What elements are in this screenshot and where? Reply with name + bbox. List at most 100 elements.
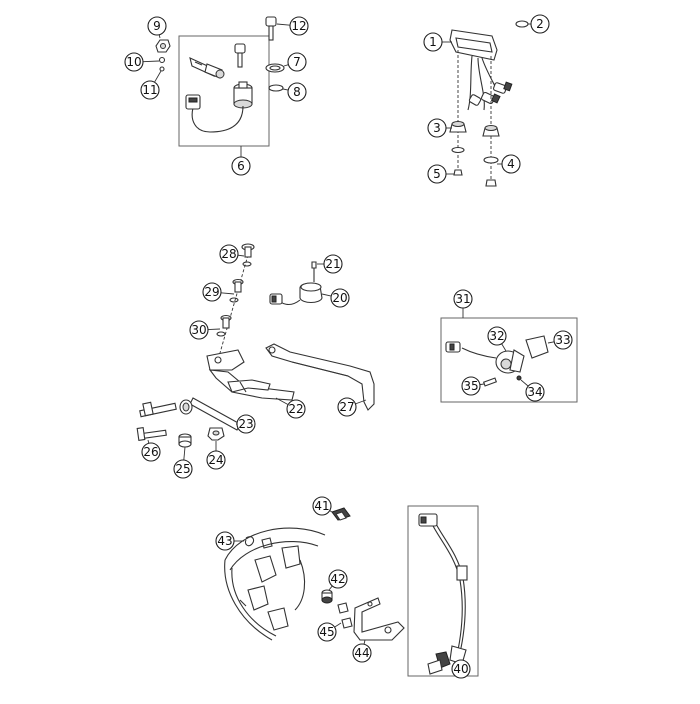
callout-label-27: 27 [339, 400, 354, 414]
callout-label-7: 7 [293, 55, 301, 69]
spacer-25 [179, 434, 191, 447]
sensor-bracket [354, 598, 404, 640]
clip-41 [332, 508, 350, 520]
stand-spring [190, 398, 240, 430]
callout-leader-32 [502, 344, 506, 351]
sensor-body [496, 350, 524, 373]
nut-left [454, 170, 462, 175]
callout-43[interactable]: 43 [216, 532, 244, 550]
callout-42[interactable]: 42 [329, 570, 347, 590]
callout-label-4: 4 [507, 157, 515, 171]
o-ring-8 [269, 85, 283, 91]
callout-label-25: 25 [175, 462, 190, 476]
callout-5[interactable]: 5 [428, 165, 454, 183]
grommet-right [483, 126, 499, 137]
callout-leader-30 [208, 329, 220, 330]
callout-leader-10 [143, 61, 159, 62]
callout-33[interactable]: 33 [548, 331, 572, 349]
callout-8[interactable]: 8 [283, 83, 306, 101]
callout-label-33: 33 [555, 333, 570, 347]
callout-label-45: 45 [319, 625, 334, 639]
callout-2[interactable]: 2 [528, 15, 549, 33]
pin-29 [230, 280, 243, 303]
pin-30 [217, 316, 231, 337]
callout-label-30: 30 [191, 323, 206, 337]
callout-29[interactable]: 29 [203, 283, 234, 301]
screws-45 [338, 603, 352, 628]
callout-11[interactable]: 11 [141, 71, 161, 99]
callout-30[interactable]: 30 [190, 321, 220, 339]
callout-28[interactable]: 28 [220, 245, 244, 263]
callout-22[interactable]: 22 [276, 398, 305, 418]
callout-24[interactable]: 24 [207, 441, 225, 469]
ignition-switch-frame [179, 36, 269, 146]
side-stand-group [137, 244, 374, 447]
callout-9[interactable]: 9 [148, 17, 166, 38]
ignition-connector [186, 95, 200, 109]
callout-1[interactable]: 1 [424, 33, 452, 51]
callout-leader-12 [277, 24, 290, 25]
callout-leader-29 [221, 293, 234, 294]
bolt-26 [137, 428, 166, 441]
callout-20[interactable]: 20 [322, 289, 349, 307]
callout-44[interactable]: 44 [353, 640, 371, 662]
callout-35[interactable]: 35 [462, 377, 484, 395]
callout-leader-11 [155, 71, 161, 82]
callout-leader-45 [335, 623, 341, 627]
callout-leader-42 [329, 586, 332, 590]
nut-9 [156, 40, 170, 52]
stand-leg [266, 344, 374, 410]
callout-label-44: 44 [354, 646, 369, 660]
speed-sensor-frame [408, 506, 478, 676]
callout-label-42: 42 [330, 572, 345, 586]
callout-leader-44 [364, 640, 365, 644]
callout-leader-7 [284, 65, 288, 66]
callout-21[interactable]: 21 [317, 255, 342, 273]
callout-label-35: 35 [463, 379, 478, 393]
clip-43 [245, 537, 253, 546]
callout-27[interactable]: 27 [338, 398, 366, 416]
callout-label-23: 23 [238, 417, 253, 431]
stand-switch-connector [270, 294, 282, 304]
callout-leader-8 [283, 89, 288, 90]
callout-label-6: 6 [237, 159, 245, 173]
callout-32[interactable]: 32 [488, 327, 506, 351]
speedometer-unit [450, 30, 497, 60]
grommet-left [450, 122, 466, 133]
callout-23[interactable]: 23 [236, 415, 255, 433]
callout-34[interactable]: 34 [521, 380, 544, 401]
sleeve-42 [322, 590, 332, 603]
callout-26[interactable]: 26 [142, 440, 160, 461]
callout-label-28: 28 [221, 247, 236, 261]
callout-leader-28 [238, 255, 244, 256]
callout-label-9: 9 [153, 19, 161, 33]
callout-25[interactable]: 25 [174, 447, 192, 478]
speed-sensor-group [225, 506, 478, 676]
washer-10 [160, 58, 165, 63]
callout-label-5: 5 [433, 167, 441, 181]
callout-12[interactable]: 12 [277, 17, 308, 35]
callout-label-2: 2 [536, 17, 544, 31]
speed-sensor-cable [432, 522, 467, 650]
sensor-screw [484, 378, 497, 386]
callout-label-10: 10 [126, 55, 141, 69]
callout-leader-35 [480, 384, 484, 385]
callout-label-24: 24 [208, 453, 223, 467]
callout-7[interactable]: 7 [284, 53, 306, 71]
callout-45[interactable]: 45 [318, 623, 341, 641]
ignition-key [235, 44, 245, 67]
callout-31[interactable]: 31 [454, 290, 472, 318]
washer-left [452, 148, 464, 153]
callout-6[interactable]: 6 [232, 146, 250, 175]
callout-label-22: 22 [288, 402, 303, 416]
callout-10[interactable]: 10 [125, 53, 159, 71]
callout-leader-33 [548, 342, 554, 343]
screw-21 [312, 262, 316, 268]
speedo-connectors [469, 82, 512, 106]
callout-3[interactable]: 3 [428, 119, 452, 137]
callout-40[interactable]: 40 [452, 660, 470, 678]
callout-41[interactable]: 41 [313, 497, 332, 515]
callout-4[interactable]: 4 [497, 155, 520, 173]
